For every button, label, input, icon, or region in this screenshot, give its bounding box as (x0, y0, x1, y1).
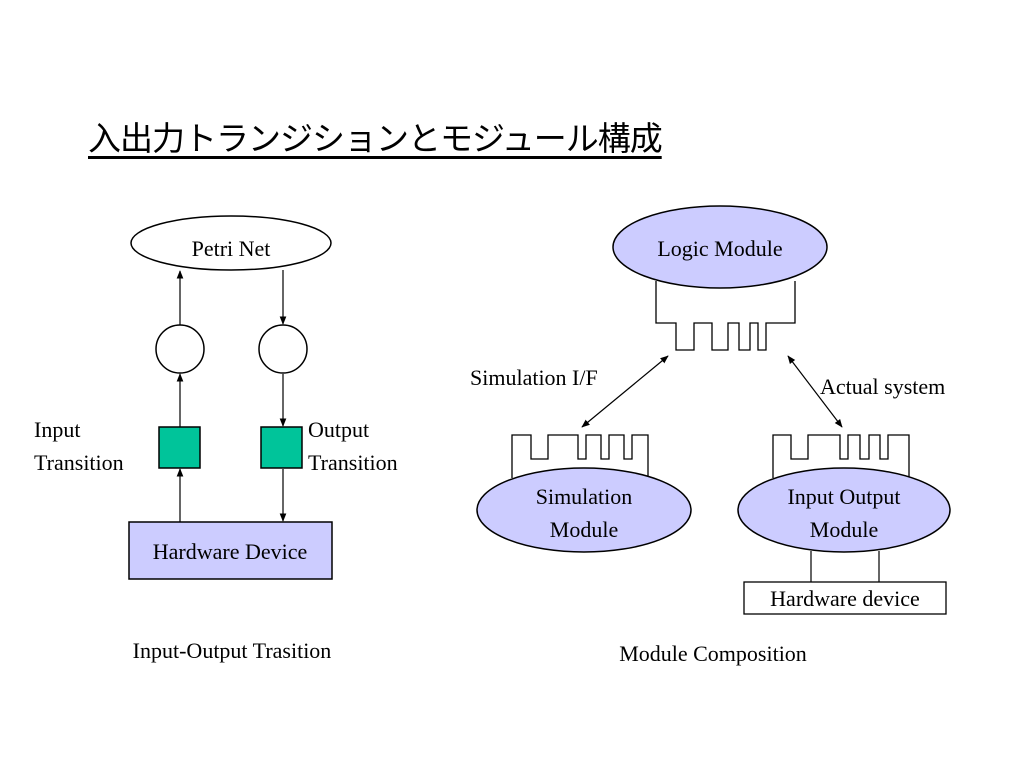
hardware-device-box (128, 521, 333, 580)
output-transition-label-line1: Output (308, 417, 369, 442)
input-output-transition-diagram: Petri Net Hardware Device Input Transiti… (34, 215, 398, 663)
hardware-device-small-label: Hardware device (770, 586, 920, 611)
petri-net-label: Petri Net (192, 236, 271, 261)
io-module-ellipse (737, 467, 951, 553)
petri-net-ellipse (130, 215, 332, 271)
input-transition-label-line2: Transition (34, 450, 124, 475)
logic-module-ellipse (612, 205, 828, 289)
hardware-device-small-box (743, 581, 947, 615)
input-transition-box (158, 426, 201, 469)
simulation-module-label-line1: Simulation (536, 484, 633, 509)
hardware-device-label: Hardware Device (153, 539, 308, 564)
logic-module-label: Logic Module (657, 236, 782, 261)
output-transition-label-line2: Transition (308, 450, 398, 475)
right-caption: Module Composition (619, 641, 807, 666)
simulation-module-label-line2: Module (550, 517, 618, 542)
output-place (258, 324, 308, 374)
simulation-if-label: Simulation I/F (470, 365, 598, 390)
simulation-module-ellipse (476, 467, 692, 553)
output-transition-box (260, 426, 303, 469)
io-module-connector (772, 434, 910, 478)
left-caption: Input-Output Trasition (133, 638, 332, 663)
module-composition-diagram: Logic Module Simulation Module Input Out… (470, 205, 951, 666)
input-transition-label-line1: Input (34, 417, 80, 442)
simulation-module-connector (511, 434, 649, 478)
io-module-label-line2: Module (810, 517, 878, 542)
io-module-label-line1: Input Output (787, 484, 900, 509)
logic-module-connector (655, 281, 796, 351)
input-place (155, 324, 205, 374)
slide-title: 入出力トランジションとモジュール構成 (88, 119, 663, 158)
simulation-if-arrow (581, 355, 669, 428)
actual-system-label: Actual system (820, 374, 945, 399)
actual-system-arrow (787, 355, 843, 428)
